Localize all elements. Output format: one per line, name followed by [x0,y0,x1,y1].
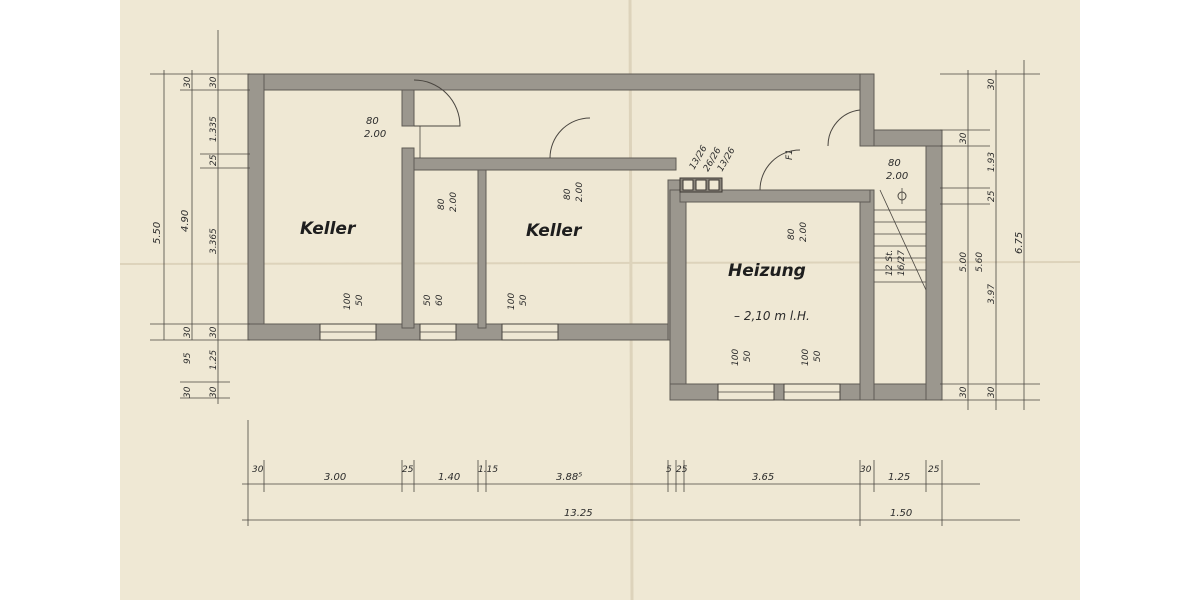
door-mark: F1 [785,149,795,160]
dim-wall: 5 [666,465,672,475]
dim-wall: 30 [209,386,219,398]
opening-labels: 80 2.00 80 2.00 80 2.00 80 2.00 F1 80 2.… [343,116,908,366]
dim-segment: 1.93 [987,152,997,172]
dim-wall: 30 [183,386,193,398]
bottom-dimensions: 30 3.00 25 1.40 1.15 3.88⁵ 5 25 3.65 30 … [252,465,940,519]
dim-wall: 30 [183,76,193,88]
stair [874,188,927,291]
dim-wall: 25 [676,465,688,475]
dim-segment: 1.25 [888,472,910,483]
windows [319,323,841,401]
dimension-lines [150,30,1040,526]
door-label: 2.00 [575,182,585,202]
window-label: 50 [423,294,433,306]
window-label: 60 [435,294,445,306]
right-dimensions: 6.75 30 1.93 25 3.97 5.00 5.60 30 30 30 [959,78,1025,398]
window-label: 100 [801,349,811,366]
plan-sheet: Keller Keller Heizung – 2,10 m l.H. 80 2… [120,0,1080,600]
chimney-flues [679,177,723,193]
dim-total: 1.50 [890,508,912,519]
dim-wall: 30 [860,465,872,475]
door-label: 2.00 [449,192,459,212]
dim-wall: 25 [402,465,414,475]
dim-segment: 3.65 [752,472,774,483]
dim-segment: 3.00 [324,472,346,483]
dim-segment: 5.00 [959,252,969,272]
dim-wall: 30 [252,465,264,475]
dim-total: 13.25 [564,508,593,519]
fold-line [120,261,1080,265]
dim-segment: 3.97 [987,284,997,304]
dim-wall: 30 [959,132,969,144]
window-label: 50 [355,294,365,306]
dim-wall: 25 [987,190,997,202]
dim-segment: 3.365 [209,228,219,254]
fold-line [628,0,634,600]
window-label: 100 [507,293,517,310]
dim-segment: 1.335 [209,116,219,142]
room-label-keller-left: Keller [300,219,357,239]
room-label-heizung: Heizung [728,261,806,281]
door-label: 2.00 [364,129,386,140]
dim-wall: 30 [959,386,969,398]
dim-wall: 30 [209,326,219,338]
room-height-note: – 2,10 m l.H. [734,309,810,323]
dim-wall: 30 [209,76,219,88]
dim-inner: 4.90 [180,210,191,232]
stair-label: 12 St. [885,250,895,276]
stair-label: 16/27 [897,250,907,276]
dim-wall: 30 [987,386,997,398]
room-label-keller-middle: Keller [526,221,583,241]
window-label: 50 [743,350,753,362]
dim-segment: 95 [183,352,193,364]
dim-segment: 1.40 [438,472,460,483]
dim-segment: 3.88⁵ [556,472,582,483]
interior-walls [401,89,677,329]
dim-wall: 25 [209,154,219,166]
dim-segment: 1.25 [209,350,219,370]
left-dimensions: 5.50 4.90 30 30 1.335 25 3.365 30 30 95 … [152,76,219,398]
window-label: 50 [813,350,823,362]
door-label: 80 [563,188,573,200]
door-label: 80 [787,228,797,240]
door-label: 2.00 [886,171,908,182]
floor-plan: Keller Keller Heizung – 2,10 m l.H. 80 2… [120,0,1080,600]
dim-segment: 5.60 [975,252,985,272]
window-label: 50 [519,294,529,306]
window-label: 100 [731,349,741,366]
door-label: 80 [366,116,379,127]
dim-total: 6.75 [1014,232,1025,254]
dim-total: 5.50 [152,222,163,244]
dim-wall: 25 [928,465,940,475]
dim-wall: 30 [987,78,997,90]
dim-wall: 30 [183,326,193,338]
dim-wall: 1.15 [478,465,498,475]
door-label: 80 [437,198,447,210]
door-label: 80 [888,158,901,169]
door-label: 2.00 [799,222,809,242]
window-label: 100 [343,293,353,310]
door-swings [413,79,861,191]
